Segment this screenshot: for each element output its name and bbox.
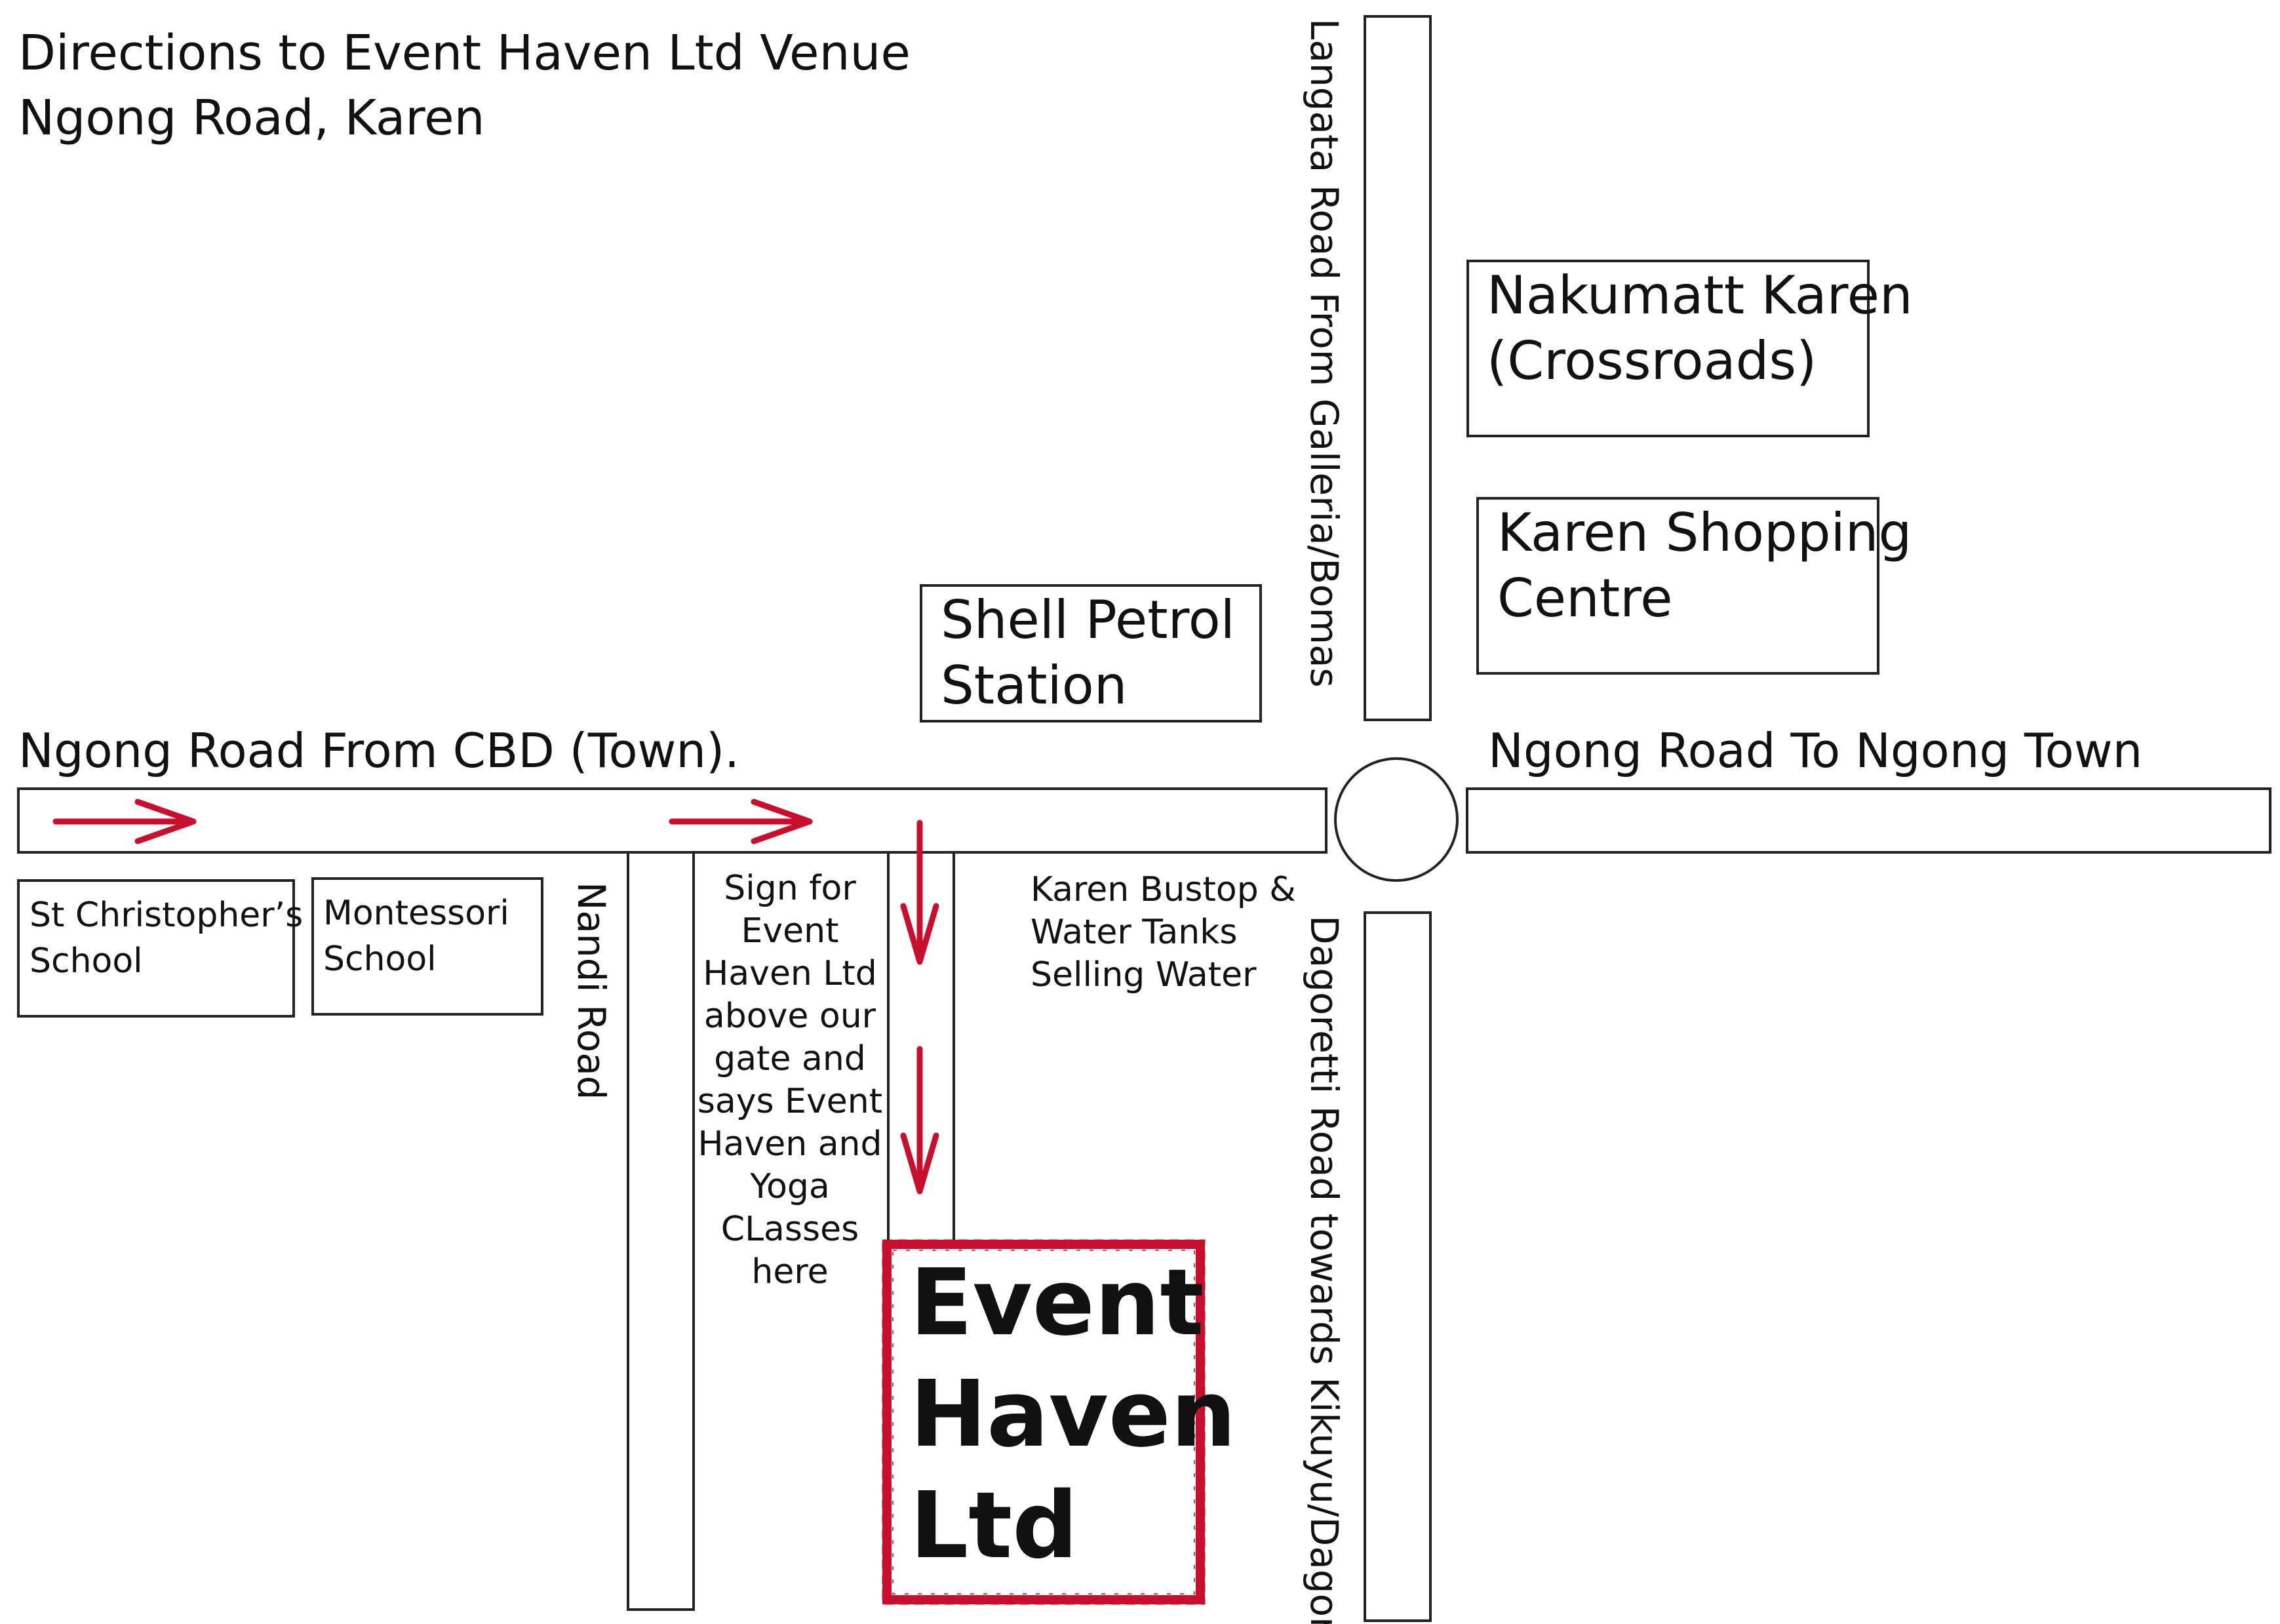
- ngong-road-from-cbd-label: Ngong Road From CBD (Town).: [18, 723, 739, 778]
- karen-shopping-centre-box: [1476, 497, 1879, 675]
- st-christophers-school-label-1: St Christopher’s: [29, 896, 303, 935]
- sign-note-line: Event: [741, 911, 839, 951]
- langata-road-label: Langata Road From Galleria/Bomas: [1302, 18, 1346, 688]
- map-title-line2: Ngong Road, Karen: [18, 90, 485, 146]
- route-arrow-east-2: [669, 799, 813, 844]
- shell-petrol-station-label-2: Station: [941, 655, 1127, 716]
- karen-shopping-centre-label-2: Centre: [1497, 568, 1673, 629]
- montessori-school-box: [311, 877, 543, 1016]
- langata-road: [1364, 15, 1432, 721]
- shell-petrol-station-box: [920, 584, 1262, 723]
- event-haven-venue-label-1: Event: [910, 1250, 1204, 1357]
- sign-note-line: above our: [704, 997, 876, 1036]
- montessori-school-label-1: Montessori: [323, 894, 509, 933]
- sign-note-line: here: [751, 1252, 828, 1292]
- karen-bustop-line: Karen Bustop &: [1031, 870, 1296, 909]
- nandi-road: [627, 851, 695, 1611]
- karen-shopping-centre-label-1: Karen Shopping: [1497, 502, 1912, 563]
- montessori-school-label-2: School: [323, 940, 437, 979]
- st-christophers-school-box: [17, 879, 295, 1018]
- karen-bustop-note: Karen Bustop & Water Tanks Selling Water: [1031, 870, 1296, 995]
- event-haven-venue-box: [882, 1240, 1205, 1604]
- event-haven-venue: Event Haven Ltd: [882, 1239, 1236, 1605]
- sign-note-line: Yoga: [749, 1167, 830, 1206]
- route-arrow-south-2: [900, 1046, 939, 1195]
- sign-note-line: Sign for: [724, 869, 856, 908]
- sign-note-line: Haven and: [698, 1124, 882, 1164]
- dagoretti-road-label: Dagoretti Road towards Kikuyu/Dagoretti: [1302, 915, 1346, 1624]
- route-arrow-south-1: [900, 820, 939, 965]
- event-haven-venue-border-texture: [882, 1239, 1206, 1605]
- st-christophers-school-label-2: School: [29, 941, 143, 981]
- event-haven-venue-label-2: Haven: [910, 1361, 1236, 1468]
- karen-bustop-line: Water Tanks: [1031, 913, 1237, 952]
- sign-note-line: CLasses: [721, 1210, 859, 1249]
- nakumatt-karen-label-2: (Crossroads): [1487, 330, 1817, 391]
- sign-note-line: says Event: [698, 1082, 882, 1121]
- karen-roundabout: [1334, 757, 1459, 882]
- ngong-road-to-ngong-town-label: Ngong Road To Ngong Town: [1488, 723, 2142, 778]
- sign-note: Sign for Event Haven Ltd above our gate …: [698, 869, 882, 1292]
- event-haven-venue-label-3: Ltd: [910, 1473, 1078, 1579]
- sign-note-line: Haven Ltd: [703, 954, 877, 993]
- nakumatt-karen-label-1: Nakumatt Karen: [1487, 265, 1913, 326]
- shell-petrol-station-label-1: Shell Petrol: [941, 589, 1235, 650]
- nandi-road-label: Nandi Road: [569, 882, 614, 1100]
- sign-note-line: gate and: [714, 1039, 866, 1079]
- route-arrow-east-1: [52, 799, 197, 844]
- ngong-road-east: [1466, 787, 2271, 854]
- nakumatt-karen-box: [1466, 260, 1870, 437]
- event-haven-venue-border-texture: [892, 1250, 1195, 1594]
- dagoretti-road: [1364, 911, 1432, 1622]
- map-title-line1: Directions to Event Haven Ltd Venue: [18, 25, 911, 81]
- karen-bustop-line: Selling Water: [1031, 955, 1257, 995]
